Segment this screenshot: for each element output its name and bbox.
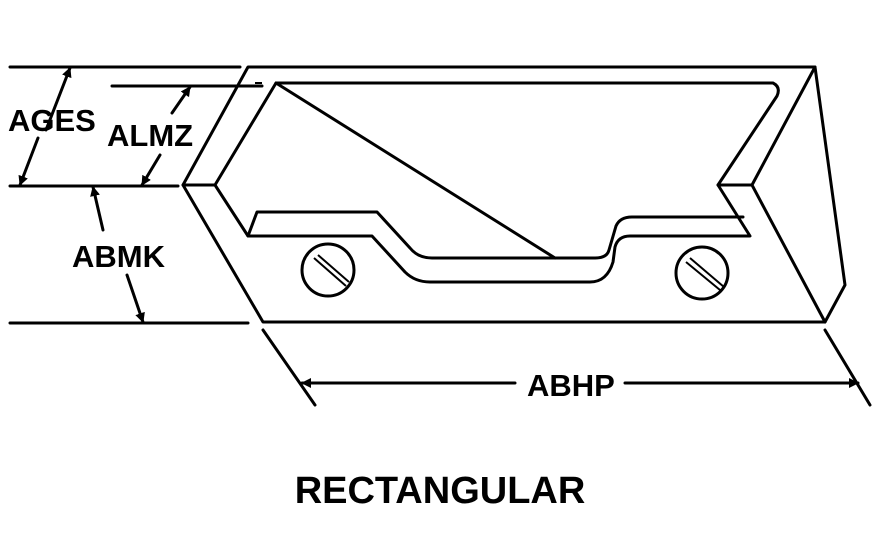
diagram-caption: RECTANGULAR	[295, 470, 586, 512]
part-body	[181, 65, 847, 324]
label-abmk: ABMK	[72, 239, 166, 274]
dimension-arrows	[18, 66, 860, 388]
right-screw-hole	[674, 245, 730, 301]
label-ages: AGES	[8, 103, 96, 138]
label-abhp: ABHP	[527, 368, 615, 403]
extension-lines	[8, 65, 872, 407]
left-screw-hole	[300, 242, 356, 298]
label-almz: ALMZ	[107, 118, 193, 153]
